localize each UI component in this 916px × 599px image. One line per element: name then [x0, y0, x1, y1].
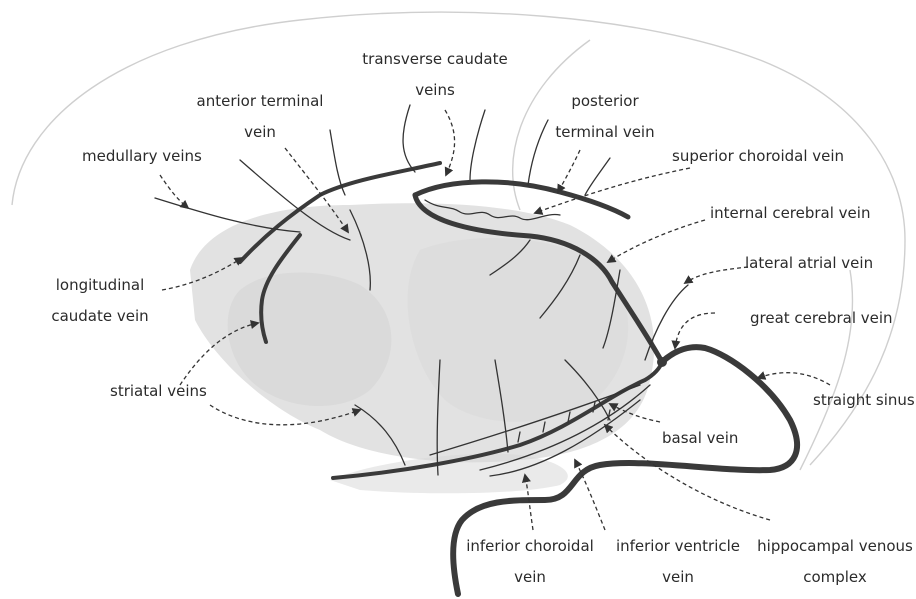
label-straight-sinus: straight sinus	[813, 385, 915, 416]
label-posterior-terminal-vein: posterior terminal vein	[545, 86, 665, 148]
label-great-cerebral-vein: great cerebral vein	[750, 303, 893, 334]
label-basal-vein: basal vein	[662, 423, 738, 454]
arrow-medullary	[160, 175, 188, 208]
arrow-transverse-caudate	[445, 110, 455, 175]
arrow-internal-cerebral	[608, 220, 705, 262]
label-internal-cerebral-vein: internal cerebral vein	[710, 198, 870, 229]
label-superior-choroidal-vein: superior choroidal vein	[672, 141, 844, 172]
arrow-lateral-atrial	[685, 267, 748, 283]
label-inferior-ventricle-vein: inferior ventricle vein	[608, 531, 748, 593]
label-anterior-terminal-vein: anterior terminal vein	[185, 86, 335, 148]
arrow-great-cerebral	[675, 313, 715, 348]
label-longitudinal-caudate-vein: longitudinal caudate vein	[40, 270, 160, 332]
label-striatal-veins: striatal veins	[110, 376, 207, 407]
arrow-posterior-terminal	[558, 150, 580, 192]
label-medullary-veins: medullary veins	[82, 141, 202, 172]
brain-sulcus-line-2	[800, 270, 853, 470]
label-lateral-atrial-vein: lateral atrial vein	[745, 248, 873, 279]
junction-node	[657, 357, 667, 367]
label-inferior-choroidal-vein: inferior choroidal vein	[460, 531, 600, 593]
label-transverse-caudate-veins: transverse caudate veins	[355, 44, 515, 106]
arrow-straight-sinus	[758, 373, 830, 385]
transverse-caudate-vein-2	[470, 110, 485, 180]
label-hippocampal-venous-complex: hippocampal venous complex	[755, 531, 915, 593]
transverse-caudate-vein-1	[403, 105, 415, 172]
